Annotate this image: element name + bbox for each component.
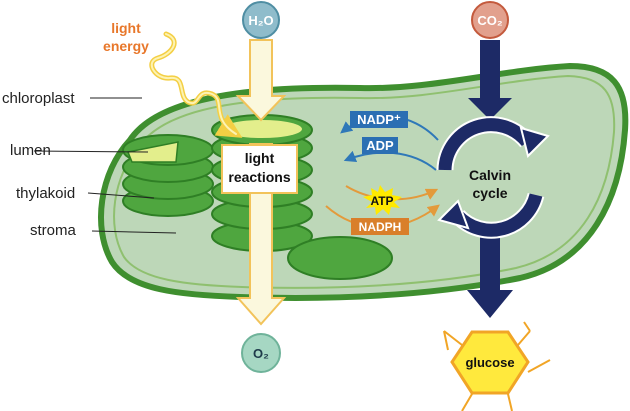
co2-molecule-circle — [471, 1, 509, 39]
water-molecule-label: H₂O — [248, 13, 273, 28]
glucose-molecule — [443, 321, 551, 411]
co2-molecule-label: CO₂ — [477, 13, 503, 28]
light-energy-label-line2: energy — [103, 38, 149, 54]
glucose-label: glucose — [465, 355, 514, 370]
light-reactions-box — [221, 144, 298, 194]
nadph-label: NADPH — [359, 220, 402, 234]
stroma-leader-line — [91, 230, 177, 234]
light-reactions-line1: light — [245, 150, 275, 166]
calvin-cycle-label-line2: cycle — [472, 185, 507, 201]
water-molecule-circle — [242, 1, 280, 39]
stroma-label: stroma — [30, 222, 77, 239]
nadp-plus-label: NADP⁺ — [357, 112, 401, 127]
light-energy-label-line1: light — [111, 20, 141, 36]
sugar-output-arrow — [467, 236, 513, 318]
calvin-cycle-label-line1: Calvin — [469, 167, 511, 183]
adp-label: ADP — [366, 138, 394, 153]
granum-left — [122, 134, 214, 217]
oxygen-molecule-label: O₂ — [253, 346, 269, 361]
oxygen-molecule-circle — [241, 333, 281, 373]
adp-badge — [362, 137, 398, 154]
atp-burst — [363, 185, 402, 215]
thylakoid-lower-right — [287, 236, 393, 280]
thylakoid-leader-line — [87, 192, 155, 199]
atp-label: ATP — [370, 194, 393, 208]
calvin-cycle-ring — [436, 116, 550, 239]
nadph-badge — [351, 218, 409, 235]
nadp-plus-badge — [350, 111, 408, 128]
chloroplast-label: chloroplast — [2, 90, 75, 107]
chloroplast-inner-membrane — [113, 74, 616, 289]
lumen-leader-line — [33, 150, 149, 153]
co2-input-arrow — [468, 40, 512, 120]
thylakoid-label: thylakoid — [16, 185, 75, 202]
lumen-label: lumen — [10, 142, 51, 159]
lumen-cutaway-left — [126, 141, 179, 163]
light-reactions-line2: reactions — [228, 169, 290, 185]
